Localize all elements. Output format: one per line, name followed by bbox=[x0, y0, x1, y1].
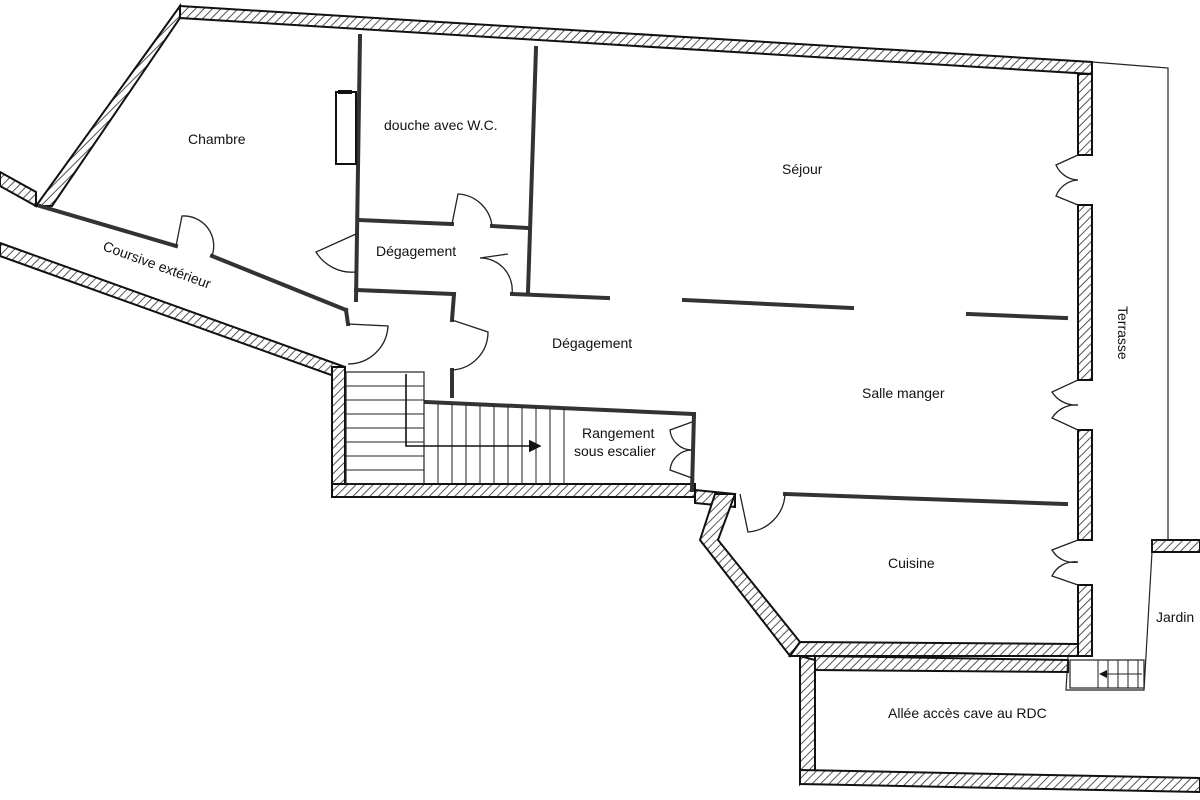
terrasse-outline bbox=[1065, 61, 1169, 691]
small-stairs bbox=[1069, 659, 1145, 689]
room-label-rangement-2: sous escalier bbox=[574, 443, 656, 459]
room-label-salle-manger: Salle manger bbox=[862, 385, 945, 401]
wall-jardin-top bbox=[1151, 539, 1200, 553]
doors bbox=[175, 154, 1079, 586]
room-label-coursive: Coursive extérieur bbox=[101, 238, 214, 292]
wall-stairs-bottom bbox=[331, 483, 696, 498]
wall-cuisine-diagonal bbox=[698, 493, 802, 658]
wall-top bbox=[179, 4, 1093, 76]
room-label-rangement-1: Rangement bbox=[582, 425, 654, 441]
room-labels: Chambre douche avec W.C. Séjour Dégageme… bbox=[101, 117, 1194, 721]
room-label-degagement-top: Dégagement bbox=[376, 243, 456, 259]
room-label-terrasse: Terrasse bbox=[1115, 306, 1131, 360]
wall-right-2 bbox=[1077, 204, 1093, 381]
wall-chambre-left bbox=[34, 2, 181, 207]
room-label-allee: Allée accès cave au RDC bbox=[888, 705, 1047, 721]
wall-coursive-top bbox=[0, 170, 37, 208]
interior-walls bbox=[37, 33, 1069, 507]
room-label-degagement-mid: Dégagement bbox=[552, 335, 632, 351]
wall-allee-top bbox=[814, 654, 1069, 674]
wall-cuisine-bottom bbox=[788, 640, 1079, 657]
wall-right bbox=[1077, 73, 1093, 156]
wall-right-3 bbox=[1077, 429, 1093, 541]
room-label-chambre: Chambre bbox=[188, 131, 246, 147]
room-label-sejour: Séjour bbox=[782, 161, 823, 177]
room-label-jardin: Jardin bbox=[1156, 609, 1194, 625]
wall-stairs-left bbox=[331, 366, 346, 485]
wall-right-4 bbox=[1077, 584, 1093, 657]
room-label-cuisine: Cuisine bbox=[888, 555, 935, 571]
wall-allee-left bbox=[799, 654, 816, 787]
main-stairs bbox=[345, 371, 565, 485]
wall-allee-bottom bbox=[799, 768, 1200, 794]
room-label-douche: douche avec W.C. bbox=[384, 117, 498, 133]
